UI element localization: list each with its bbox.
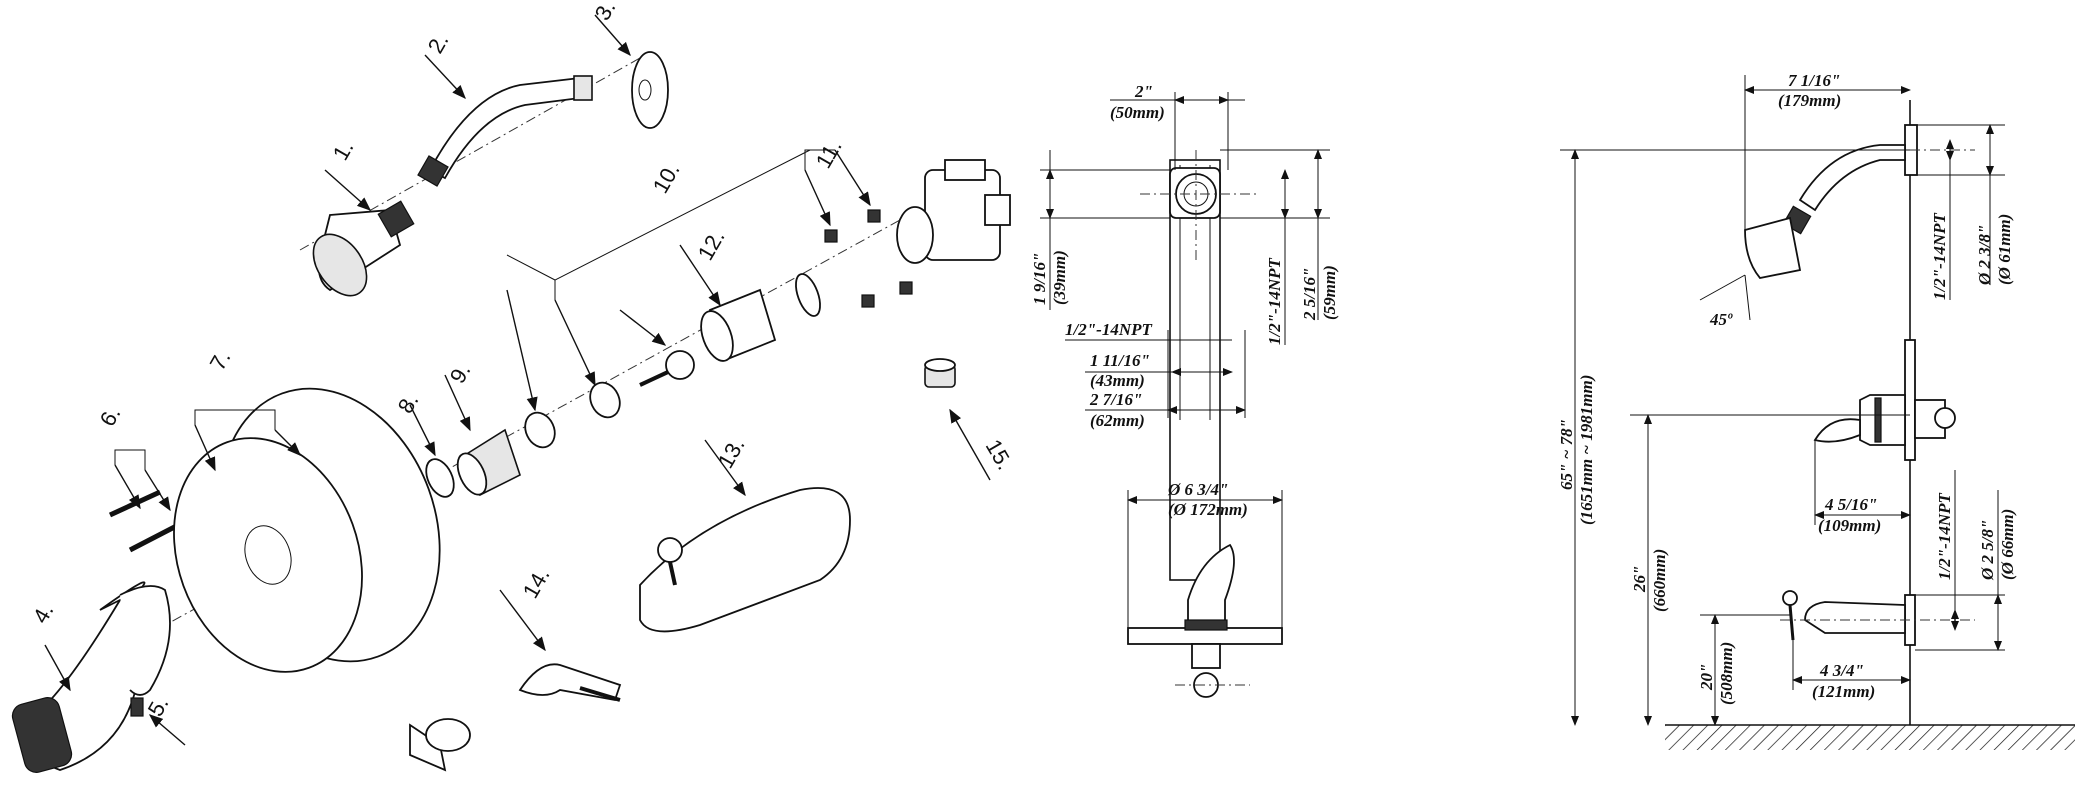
dim-trim-diameter-mm: (Ø 172mm) [1168,500,1248,519]
dim-valve-w1: 1 11/16" [1090,351,1150,370]
part-flange [631,51,669,129]
dim-spout-height-mm: (508mm) [1717,642,1736,705]
dim-valve-npt-right: 1/2"-14NPT [1265,258,1284,345]
label-part-2: 2. [423,29,454,57]
dim-arm-npt: 1/2"-14NPT [1930,213,1949,300]
part-handle [11,581,171,773]
part-escutcheon [173,387,441,673]
dim-spout-npt: 1/2"-14NPT [1935,493,1954,580]
part-set-screw [130,697,144,717]
dim-valve-height-mm: (660mm) [1650,549,1669,612]
trim-side-view: Ø 6 3/4" (Ø 172mm) [1127,480,1283,698]
dim-shower-flange: Ø 2 3/8" [1975,225,1994,286]
dim-valve-height-1-mm: (39mm) [1050,250,1069,305]
part-showerhead [312,200,415,297]
dim-spout-height: 20" [1697,664,1716,691]
dim-spout-flange-mm: (Ø 66mm) [1998,509,2017,580]
label-part-8: 8. [393,389,424,417]
part-stop-sleeve [700,273,821,362]
label-part-15: 15. [981,435,1018,474]
dim-spout-length-mm: (121mm) [1812,682,1875,701]
part-sleeve [456,428,521,497]
part-ring [425,458,455,498]
part-label-group: 1. 2. 3. 4. 5. 6. 7. 8. 9. 10. 11. 12. 1… [28,0,1018,721]
dim-trim-diameter: Ø 6 3/4" [1167,480,1228,499]
part-cartridge [524,350,695,449]
label-part-13: 13. [713,434,750,473]
label-part-7: 7. [205,346,236,374]
part-adapter [924,358,956,388]
dim-valve-height: 26" [1630,566,1649,593]
leader-lines [44,14,991,746]
label-part-11: 11. [811,135,847,173]
label-part-5: 5. [143,692,174,720]
part-tape-roll [409,718,471,772]
part-seats [824,209,913,308]
dim-valve-w1-mm: (43mm) [1090,371,1145,390]
dim-valve-w2-mm: (62mm) [1090,411,1145,430]
label-part-4: 4. [28,599,59,627]
label-part-1: 1. [328,136,359,164]
floor-hatch [1665,725,2075,750]
dim-handle-projection-mm: (109mm) [1818,516,1881,535]
exploded-view: 1. 2. 3. 4. 5. 6. 7. 8. 9. 10. 11. 12. 1… [11,0,1018,773]
dim-valve-width-mm: (50mm) [1110,103,1165,122]
part-tub-spout [639,487,851,633]
dim-shower-height: 65" ~ 78" [1557,419,1576,490]
label-part-10: 10. [648,159,685,198]
dim-angle: 45º [1709,310,1733,329]
part-valve-body [896,159,1011,264]
label-part-14: 14. [518,564,555,603]
dim-arm-length-mm: (179mm) [1778,91,1841,110]
dim-valve-width: 2" [1134,82,1153,101]
installation-view: 7 1/16" (179mm) Ø 2 3/8" (Ø 61mm) 1/2"-1… [1557,71,2075,750]
part-wrench [518,663,622,702]
dim-spout-flange: Ø 2 5/8" [1978,520,1997,581]
label-part-12: 12. [693,226,730,265]
dim-valve-w2: 2 7/16" [1089,390,1142,409]
dim-spout-length: 4 3/4" [1819,661,1864,680]
dim-valve-npt-left: 1/2"-14NPT [1065,320,1152,339]
label-part-6: 6. [95,402,126,430]
valve-dimension-view: 2" (50mm) 1 9/16" (39mm) 2 5/16" (59mm) … [1030,82,1339,581]
dim-handle-projection: 4 5/16" [1824,495,1877,514]
dim-shower-height-mm: (1651mm ~ 1981mm) [1577,375,1596,525]
dim-valve-height-1: 1 9/16" [1030,253,1049,305]
dim-shower-flange-mm: (Ø 61mm) [1995,214,2014,285]
dim-valve-height-2-mm: (59mm) [1320,265,1339,320]
label-part-3: 3. [590,0,621,24]
dim-arm-length: 7 1/16" [1788,71,1840,90]
dim-valve-height-2: 2 5/16" [1300,268,1319,321]
part-shower-arm [417,75,593,187]
